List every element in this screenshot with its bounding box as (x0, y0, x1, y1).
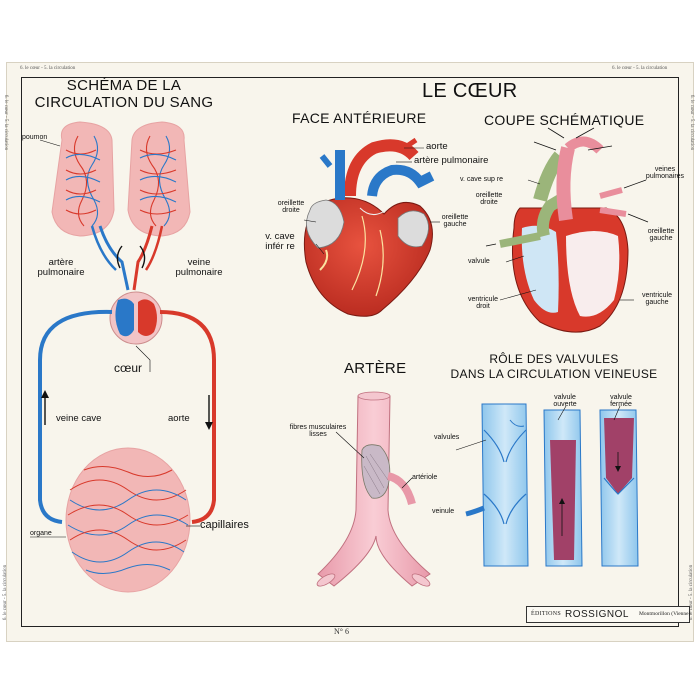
label-veinule: veinule (432, 508, 455, 515)
label-veine-cave: veine cave (56, 413, 102, 424)
publisher-city: Montmorillon (Vienne) (639, 611, 691, 617)
label-face-oreillette-droite-line1: oreillette (277, 200, 305, 207)
valves-title: RÔLE DES VALVULES DANS LA CIRCULATION VE… (444, 352, 664, 382)
cross-section-title: COUPE SCHÉMATIQUE (484, 112, 645, 128)
label-coupe-v-cave-sup: v. cave sup re (460, 176, 504, 183)
circulation-title-line1: SCHÉMA DE LA (66, 77, 182, 94)
valves-title-line2: DANS LA CIRCULATION VEINEUSE (450, 367, 658, 381)
label-valvule-fermee: valvule fermée (596, 394, 646, 409)
heart-anterior-view (303, 137, 440, 317)
label-valvule-fermee-line2: fermée (610, 401, 632, 409)
circulation-title: SCHÉMA DE LA CIRCULATION DU SANG (34, 77, 214, 111)
label-fibres-line2: lisses (309, 431, 327, 439)
organ-capillary-bed (65, 447, 191, 593)
label-artere-pulmonaire-line1: artère (48, 257, 74, 268)
label-valvule-ouverte-line2: ouverte (553, 401, 577, 409)
label-face-oreillette-gauche-line2: gauche (443, 221, 467, 229)
label-veine-pulmonaire-line1: veine (187, 257, 211, 268)
label-coupe-ventricule-droit: ventricule droit (456, 296, 510, 311)
artery-diagram (316, 391, 431, 587)
publisher-box: ÉDITIONS ROSSIGNOL Montmorillon (Vienne) (526, 606, 690, 623)
label-coupe-veines-pulmonaires-line2: pulmonaires (645, 173, 685, 181)
label-coupe-oreillette-droite: oreillette droite (464, 192, 514, 207)
label-organe: organe (30, 530, 52, 537)
label-arteriole: artériole (412, 474, 438, 481)
label-poumon: poumon (22, 134, 48, 141)
heart-title: LE CŒUR (422, 80, 518, 102)
label-coupe-oreillette-droite-line2: droite (480, 199, 498, 207)
left-lung (51, 121, 115, 237)
circulation-title-line2: CIRCULATION DU SANG (34, 93, 214, 111)
label-fibres-line1: fibres musculaires (289, 424, 347, 431)
label-aorte: aorte (168, 413, 190, 424)
anterior-view-title: FACE ANTÉRIEURE (292, 110, 427, 126)
label-veine-pulmonaire: veine pulmonaire (162, 258, 236, 278)
label-capillaires: capillaires (200, 519, 249, 531)
label-fibres-musculaires: fibres musculaires lisses (278, 424, 358, 439)
label-coupe-veines-pulmonaires-line1: veines (654, 166, 676, 173)
label-coupe-ventricule-gauche-line1: ventricule (642, 292, 672, 299)
label-coupe-oreillette-gauche-line2: gauche (649, 235, 673, 243)
label-valvule-ouverte-line1: valvule (554, 394, 576, 401)
label-artere-pulmonaire: artère pulmonaire (24, 258, 98, 278)
label-face-oreillette-droite: oreillette droite (266, 200, 316, 215)
valves-diagram (455, 403, 639, 567)
label-face-oreillette-droite-line2: droite (282, 207, 300, 215)
label-face-v-cave-infer-line2: infér re (265, 240, 295, 252)
heart-cross-section (485, 127, 649, 333)
poster-frame (21, 77, 679, 627)
label-face-oreillette-gauche-line1: oreillette (441, 214, 469, 221)
label-coupe-oreillette-gauche-line1: oreillette (647, 228, 675, 235)
label-valvule-fermee-line1: valvule (610, 394, 632, 401)
label-face-aorte: aorte (426, 141, 448, 152)
label-coupe-veines-pulmonaires: veines pulmonaires (636, 166, 694, 181)
artery-title: ARTÈRE (344, 360, 407, 377)
label-face-v-cave-infer-line1: v. cave (265, 231, 295, 242)
running-head-right: 6. le cœur - 5. la circulation (612, 66, 668, 71)
plate-number: N° 6 (334, 627, 349, 636)
label-face-v-cave-infer: v. cave infér re (240, 232, 320, 252)
publisher-prefix: ÉDITIONS (531, 611, 562, 617)
label-coeur: cœur (114, 361, 142, 375)
label-veine-pulmonaire-line2: pulmonaire (175, 266, 223, 278)
valves-title-line1: RÔLE DES VALVULES (489, 352, 619, 366)
label-coupe-oreillette-gauche: oreillette gauche (636, 228, 686, 243)
label-face-oreillette-gauche: oreillette gauche (430, 214, 480, 229)
label-coupe-valvule: valvule (468, 258, 490, 265)
circulation-schema (30, 121, 216, 593)
label-valvules: valvules (434, 434, 460, 441)
label-face-artere-pulmonaire: artère pulmonaire (414, 155, 489, 166)
label-coupe-ventricule-droit-line1: ventricule (468, 296, 498, 303)
label-coupe-ventricule-gauche: ventricule gauche (630, 292, 684, 307)
label-artere-pulmonaire-line2: pulmonaire (37, 266, 85, 278)
label-coupe-oreillette-droite-line1: oreillette (475, 192, 503, 199)
label-coupe-ventricule-droit-line2: droit (476, 303, 490, 311)
label-coupe-ventricule-gauche-line2: gauche (645, 299, 669, 307)
running-head-left: 6. le cœur - 5. la circulation (20, 66, 76, 71)
label-valvule-ouverte: valvule ouverte (540, 394, 590, 409)
publisher-name: ROSSIGNOL (565, 609, 629, 620)
